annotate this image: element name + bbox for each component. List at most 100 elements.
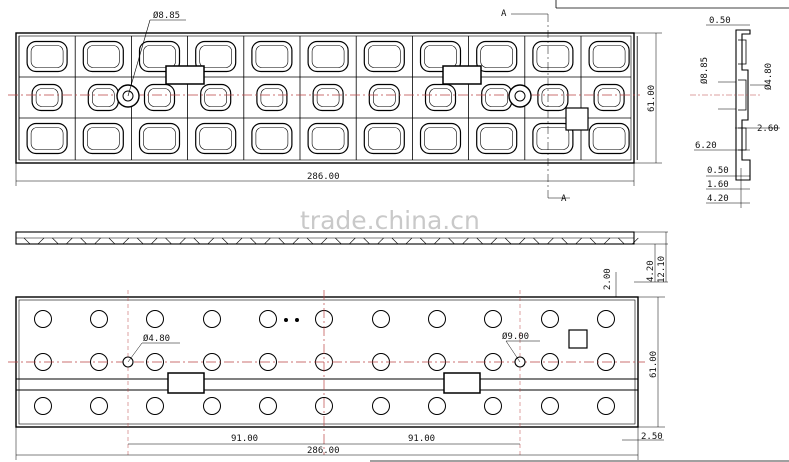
lens-cell-outer	[26, 40, 68, 73]
lens-circle	[34, 397, 52, 415]
lens-circle	[259, 397, 277, 415]
side-label-2: Ø8.85	[699, 57, 710, 84]
lens-cell-inner	[148, 88, 171, 107]
lens-circle	[146, 397, 164, 415]
front-lens-profile	[165, 237, 186, 245]
side-view-profile	[735, 29, 751, 181]
lens-cell-inner	[30, 45, 64, 68]
watermark: trade.china.cn	[300, 206, 480, 235]
front-lens-profile	[618, 237, 639, 245]
top-view-hole-label: Ø8.85	[153, 10, 180, 21]
front-lens-profile	[533, 237, 554, 245]
top-view-lens-grid	[18, 36, 638, 160]
side-label-6: 0.50	[707, 166, 729, 176]
lens-circle	[259, 353, 277, 371]
lens-circle	[146, 353, 164, 371]
bottom-view-tab-right	[443, 372, 481, 394]
lens-cell-inner	[480, 45, 514, 68]
lens-cell-inner	[536, 127, 570, 150]
lens-circle	[597, 310, 615, 328]
lens-cell-outer	[195, 40, 237, 73]
lens-circle	[259, 310, 277, 328]
lens-cell-inner	[424, 45, 457, 68]
lens-cell-outer	[195, 122, 237, 155]
lens-circle	[484, 310, 502, 328]
front-lens-profile	[335, 237, 356, 245]
front-lens-profile	[193, 237, 215, 245]
side-view-lens-1	[738, 39, 747, 65]
top-view-square-post	[565, 107, 589, 131]
bottom-hole-small-label: Ø4.80	[143, 333, 170, 344]
lens-cell-inner	[592, 45, 626, 68]
front-view	[15, 231, 668, 283]
lens-cell-inner	[255, 45, 289, 68]
lens-cell-inner	[143, 45, 176, 68]
lens-cell-inner	[541, 88, 565, 107]
lens-cell-outer	[82, 40, 124, 73]
front-lens-profile	[589, 237, 611, 245]
lens-circle	[90, 310, 108, 328]
lens-cell-outer	[256, 83, 288, 112]
lens-cell-outer	[138, 122, 181, 155]
bottom-right-span-label: 91.00	[408, 434, 435, 444]
lens-cell-outer	[424, 83, 457, 112]
lens-circle	[541, 310, 559, 328]
lens-circle	[484, 397, 502, 415]
lens-cell-outer	[143, 83, 176, 112]
side-label-3: Ø4.80	[763, 63, 774, 90]
front-lens-profile	[136, 237, 158, 245]
bottom-height-label: 61.00	[649, 351, 659, 378]
side-section-view	[690, 24, 780, 208]
lens-cell-outer	[363, 40, 405, 73]
lens-circle	[541, 353, 559, 371]
lens-cell-outer	[200, 83, 232, 112]
lens-circle	[541, 397, 559, 415]
bottom-view-dot-2	[295, 318, 299, 322]
lens-cell-inner	[311, 127, 345, 150]
lens-cell-outer	[476, 40, 518, 73]
front-lens-profile	[391, 237, 413, 245]
lens-cell-inner	[592, 127, 626, 150]
side-label-1: 0.50	[709, 16, 731, 26]
lens-circle	[372, 310, 390, 328]
top-view	[8, 0, 789, 200]
lens-circle	[146, 310, 164, 328]
lens-cell-outer	[419, 122, 462, 155]
front-lens-profile	[504, 237, 526, 245]
lens-cell-outer	[307, 122, 349, 155]
lens-cell-outer	[363, 122, 405, 155]
lens-cell-outer	[593, 83, 625, 112]
front-lens-profile	[278, 237, 299, 245]
bottom-hole-leader-right	[505, 340, 521, 363]
lens-cell-outer	[251, 40, 293, 73]
lens-cell-outer	[26, 122, 68, 155]
lens-cell-inner	[199, 127, 232, 150]
section-mark-bottom: A	[561, 194, 567, 204]
lens-cell-outer	[537, 83, 569, 112]
lens-circle	[372, 397, 390, 415]
lens-cell-inner	[316, 88, 340, 107]
lens-circle	[315, 397, 333, 415]
lens-cell-outer	[82, 122, 124, 155]
top-view-tab-right	[442, 65, 482, 85]
bottom-left-span-label: 91.00	[231, 434, 258, 444]
lens-cell-outer	[588, 122, 630, 155]
lens-cell-inner	[35, 88, 59, 107]
lens-circle	[90, 397, 108, 415]
lens-cell-inner	[143, 127, 176, 150]
bottom-view-tab-left	[167, 372, 205, 394]
front-height-label-1: 4.20	[646, 260, 656, 282]
bottom-view-lens-circles	[34, 310, 615, 415]
lens-circle	[203, 397, 221, 415]
front-lens-profile	[476, 237, 498, 245]
lens-cell-outer	[31, 83, 63, 112]
top-view-hole-left-inner	[122, 90, 134, 102]
lens-cell-inner	[536, 45, 570, 68]
lens-cell-outer	[251, 122, 293, 155]
bottom-edge-label: 2.00	[603, 268, 613, 290]
side-label-4: 2.60	[757, 124, 779, 134]
bottom-view-dot-1	[284, 318, 288, 322]
lens-cell-inner	[480, 127, 514, 150]
top-view-inner-outline	[18, 35, 632, 161]
